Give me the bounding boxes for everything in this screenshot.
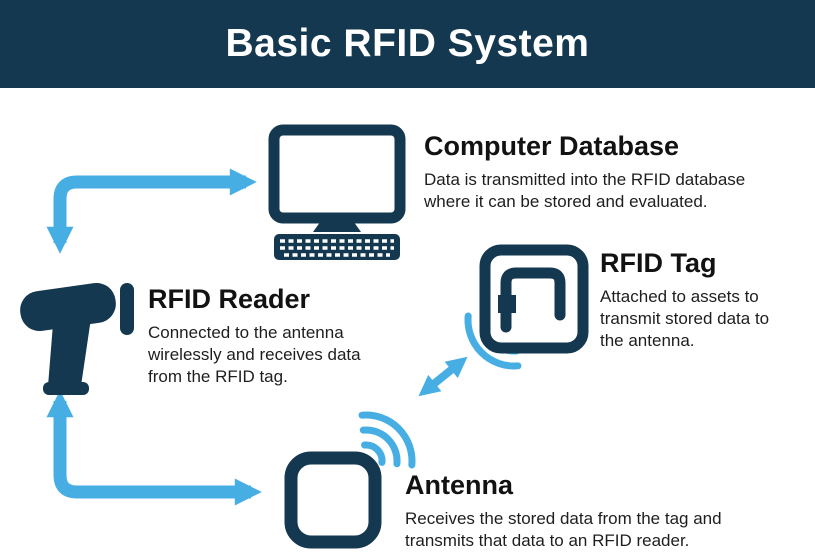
antenna-icon	[284, 451, 382, 549]
page-title: Basic RFID System	[225, 22, 590, 65]
arrow-reader-to-computer	[46, 168, 257, 254]
computer-database-description: Data is transmitted into the RFID databa…	[424, 169, 746, 211]
rfid-tag-label: RFID Tag Attached to assets to transmit …	[600, 248, 782, 352]
arrow-antenna-to-reader	[46, 390, 262, 506]
computer-database-title: Computer Database	[424, 131, 680, 161]
arrow-tag-antenna-bidirectional	[418, 356, 468, 397]
rfid-tag-icon	[479, 244, 589, 354]
header-bar: Basic RFID System	[0, 0, 815, 88]
antenna-label: Antenna Receives the stored data from th…	[405, 470, 795, 552]
computer-database-label: Computer Database Data is transmitted in…	[424, 131, 796, 213]
rfid-reader-description: Connected to the antenna wirelessly and …	[148, 322, 361, 386]
rfid-tag-description: Attached to assets to transmit stored da…	[600, 286, 770, 350]
rfid-tag-title: RFID Tag	[600, 248, 717, 278]
rfid-reader-icon	[20, 282, 134, 395]
antenna-title: Antenna	[405, 470, 513, 500]
antenna-description: Receives the stored data from the tag an…	[405, 508, 722, 550]
antenna-signal-waves-icon	[358, 411, 416, 469]
rfid-reader-label: RFID Reader Connected to the antenna wir…	[148, 284, 393, 388]
rfid-reader-title: RFID Reader	[148, 284, 311, 314]
computer-database-icon	[268, 124, 406, 260]
